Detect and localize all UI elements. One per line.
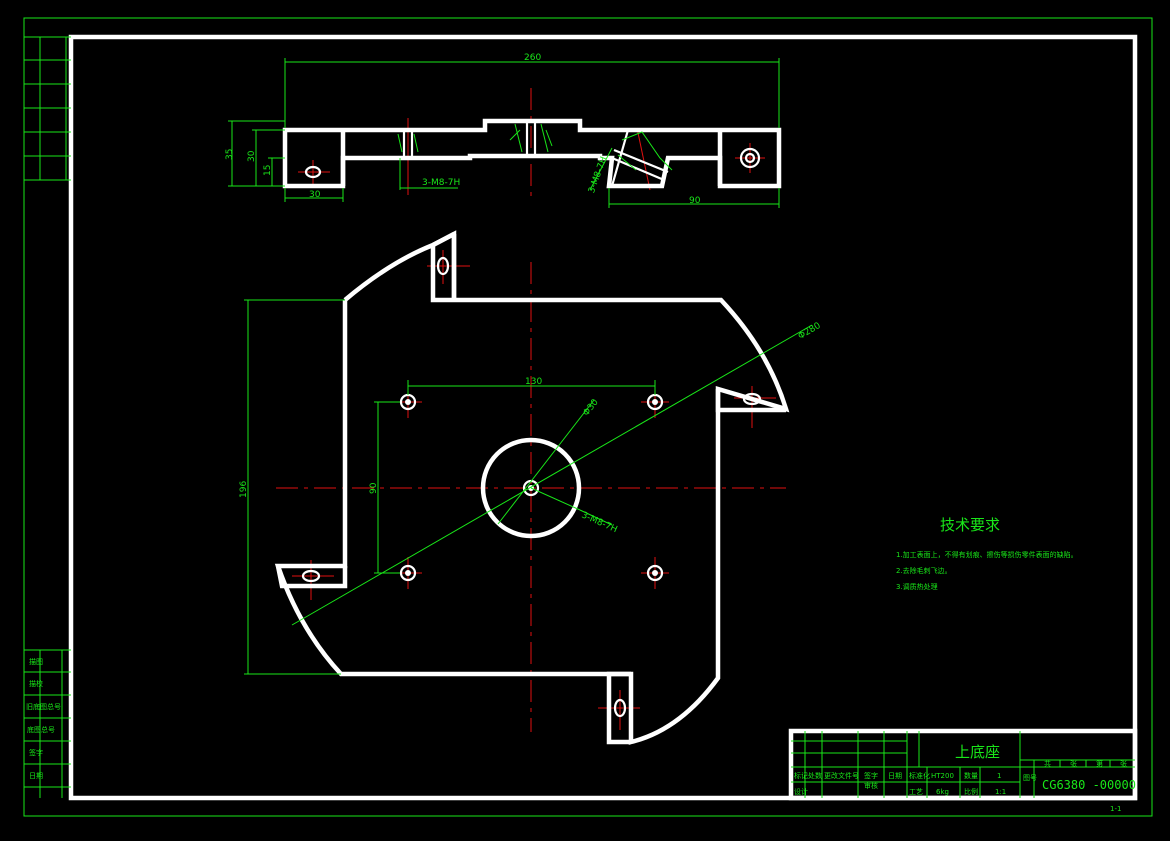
strip-label-sign: 签字 (29, 748, 43, 757)
label-standard: 标准化 (909, 771, 930, 780)
header-date: 日期 (888, 772, 902, 780)
dim-overall-196: 196 (239, 481, 249, 498)
label-drawing-no: 图号 (1023, 774, 1037, 782)
plan-view (244, 230, 813, 745)
dim-hole-spacing-90: 90 (369, 482, 379, 494)
drawing-frame (68, 34, 1138, 801)
strip-label-base-total: 底图总号 (27, 725, 55, 734)
dim-height-15: 15 (263, 165, 273, 176)
right-header-sheets: 张 (1070, 759, 1077, 768)
right-header-total: 共 (1044, 759, 1051, 768)
thread-callout-plan: 3-M8-7H (580, 511, 619, 536)
part-name: 上底座 (955, 743, 1000, 761)
right-header-sheet: 张 (1120, 759, 1127, 768)
dim-right-90: 90 (689, 196, 701, 206)
strip-label-trace-check: 描校 (29, 679, 43, 688)
label-scale: 比例 (964, 787, 978, 796)
title-block (788, 728, 1138, 801)
right-header-page: 第 (1096, 759, 1103, 768)
note-item-1: 1.加工表面上，不得有划痕、擦伤等损伤零件表面的缺陷。 (896, 550, 1078, 559)
dim-outer-diameter: Φ280 (797, 321, 823, 342)
strip-label-old-base: 旧底图总号 (26, 702, 61, 711)
strip-label-trace: 描图 (29, 657, 43, 666)
side-view (228, 58, 782, 208)
header-doc: 更改文件号 (824, 771, 859, 780)
dim-height-30: 30 (247, 150, 257, 162)
sheet-id: 1-1 (1110, 805, 1121, 813)
dim-overall-length: 260 (524, 53, 541, 63)
scale: 1:1 (995, 788, 1006, 796)
dim-bore-diameter: Φ30 (582, 397, 601, 418)
notes-title: 技术要求 (940, 516, 1000, 534)
dim-lug-30: 30 (309, 190, 321, 200)
weight: 6kg (936, 788, 949, 796)
left-binding-strip (24, 36, 71, 798)
label-quantity: 数量 (964, 771, 978, 780)
thread-callout-side-right: 3-M8-7H (587, 155, 609, 194)
quantity: 1 (997, 772, 1001, 780)
label-process: 工艺 (909, 788, 923, 796)
label-design: 设计 (794, 787, 808, 796)
note-item-3: 3.调质热处理 (896, 582, 938, 591)
note-item-2: 2.去除毛刺飞边。 (896, 566, 952, 575)
header-sign: 签字 (864, 771, 878, 780)
header-count: 处数 (808, 771, 822, 780)
dim-hole-spacing-130: 130 (525, 377, 542, 387)
dim-height-35: 35 (225, 149, 235, 160)
drawing-number: CG6380 -00000 (1042, 778, 1136, 792)
outer-sheet-border (23, 17, 1153, 817)
label-check: 审核 (864, 781, 878, 790)
header-mark: 标记 (794, 771, 808, 780)
thread-callout-side-left: 3-M8-7H (422, 178, 460, 188)
material: HT200 (931, 772, 954, 780)
strip-label-date: 日期 (29, 772, 43, 780)
